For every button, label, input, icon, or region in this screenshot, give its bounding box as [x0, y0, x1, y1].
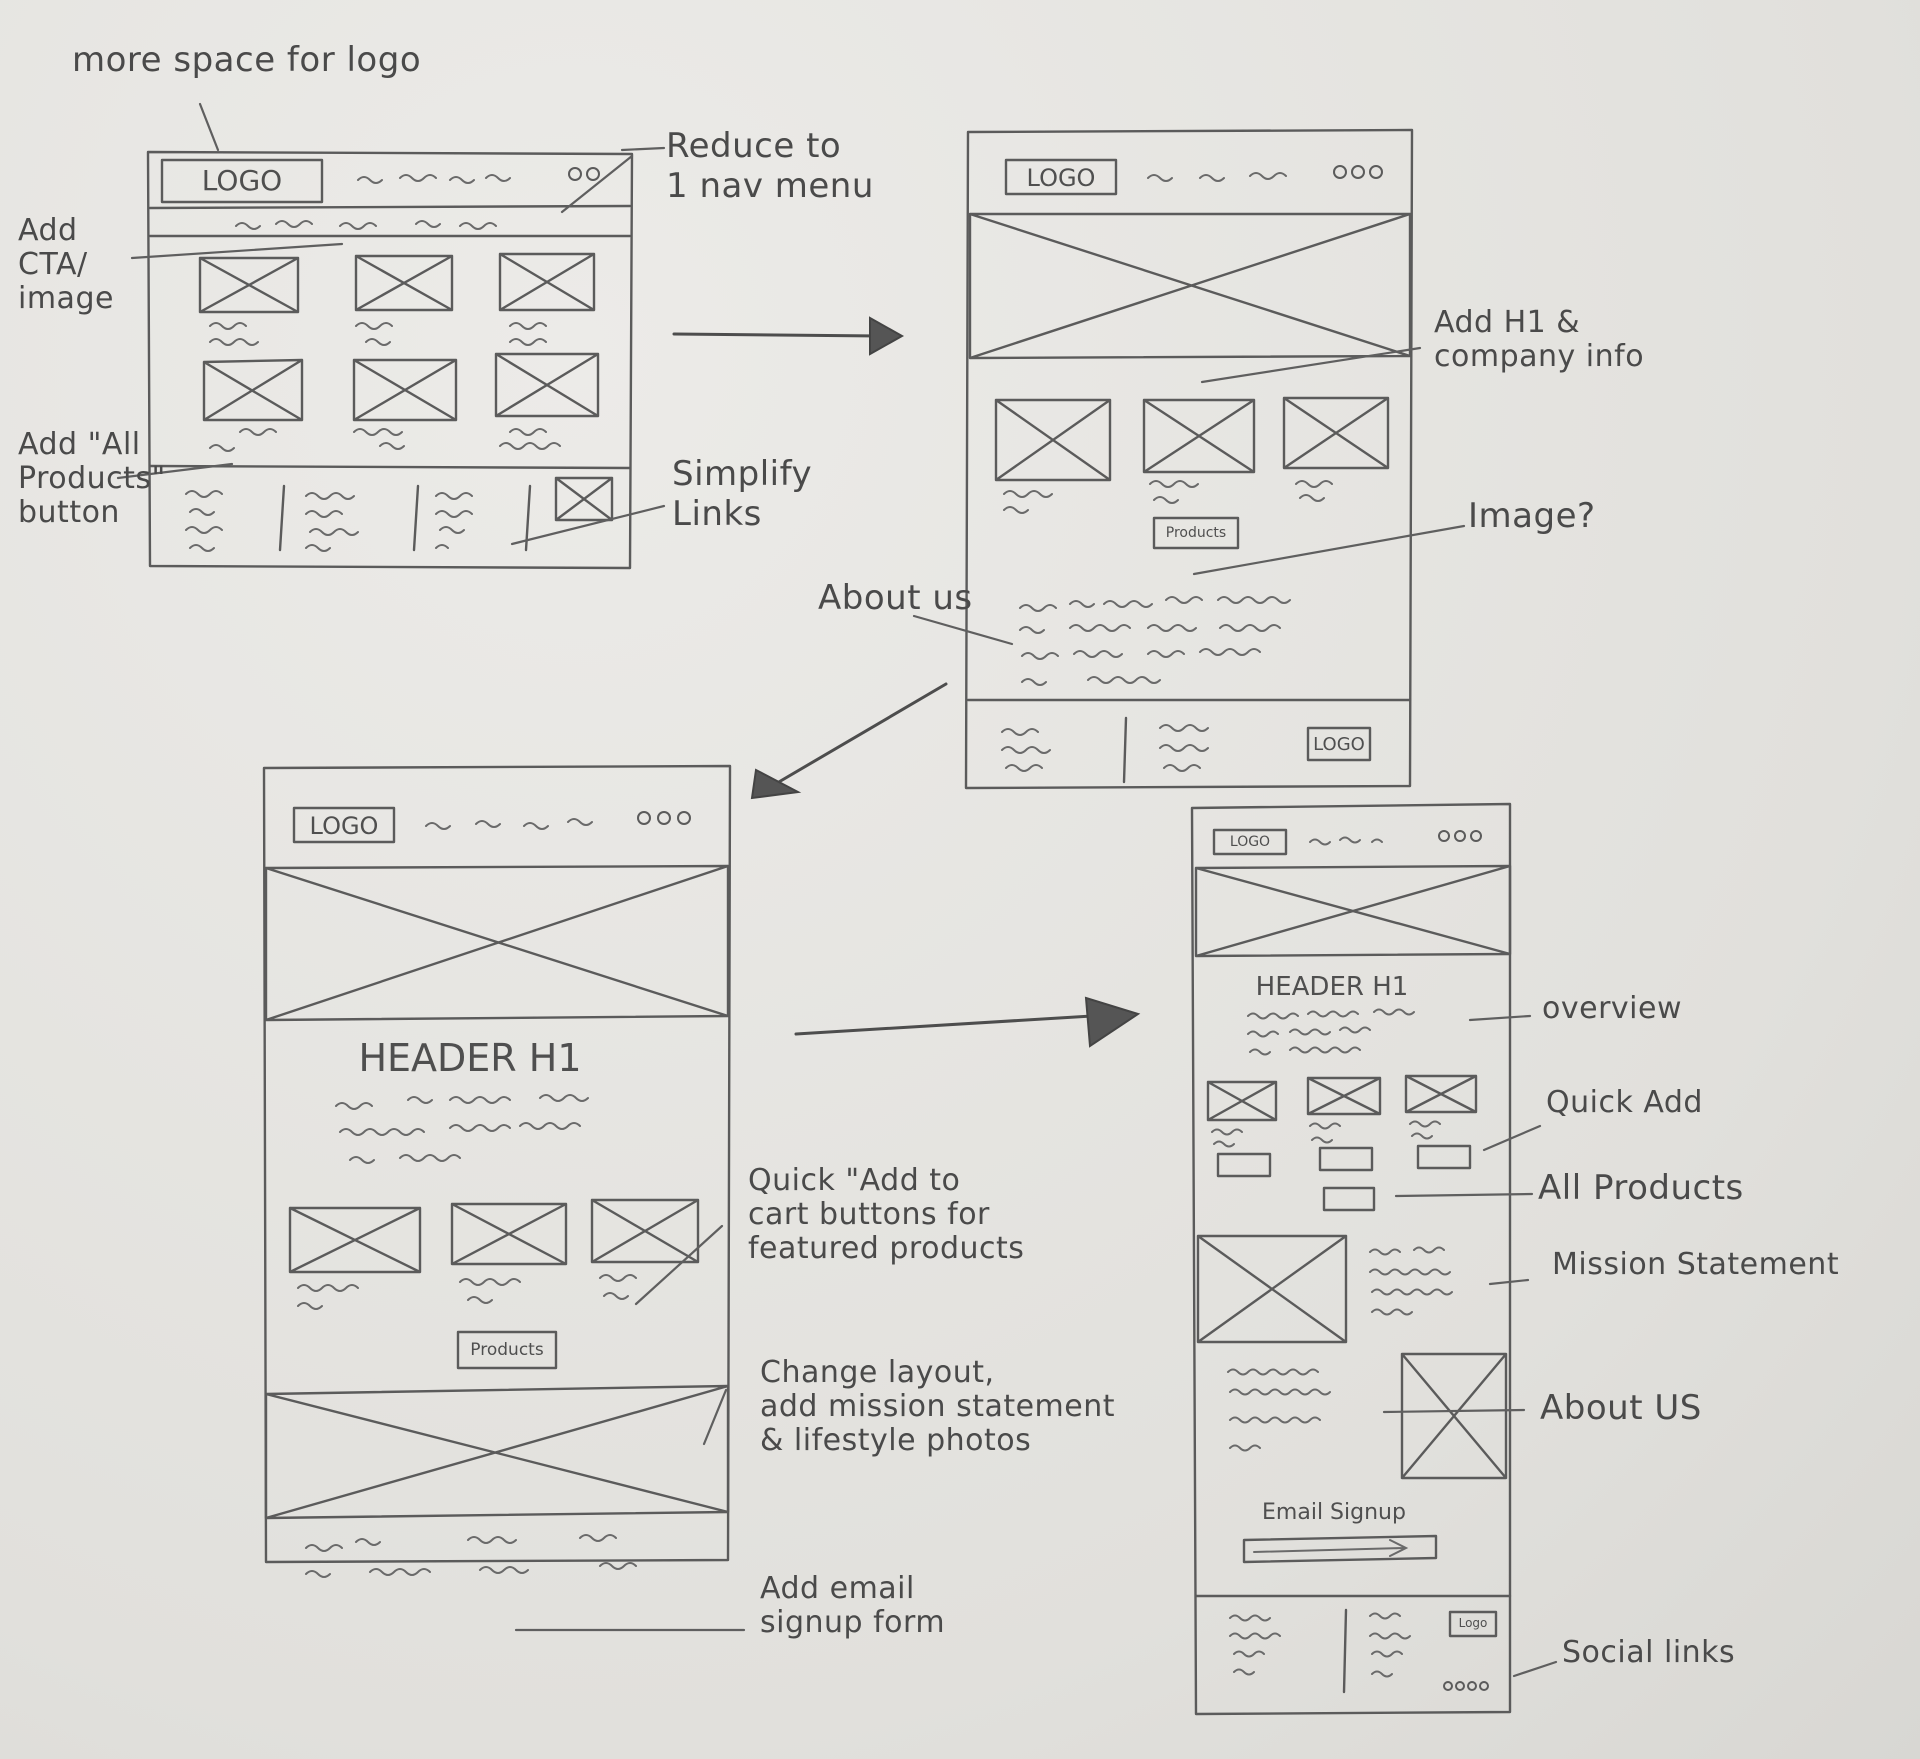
overview-text-v4 — [1247, 1008, 1415, 1056]
nav-icons-v4 — [1438, 830, 1482, 842]
note-about-us-v2: About us — [818, 578, 973, 618]
footer-logo-label-v4: Logo — [1458, 1616, 1488, 1630]
hero-image-v2 — [968, 212, 1412, 360]
product-row-v3 — [288, 1198, 700, 1310]
mission-image-v4 — [1196, 1234, 1348, 1344]
note-add-email: Add email signup form — [760, 1571, 946, 1640]
footer-logo-label-v2: LOGO — [1313, 734, 1365, 755]
logo-label-v2: LOGO — [1026, 164, 1096, 192]
logo-label-v1: LOGO — [201, 164, 283, 197]
note-all-products: All Products — [1538, 1168, 1744, 1208]
logo-box-v2 — [1004, 158, 1118, 196]
note-add-h1: Add H1 & company info — [1434, 305, 1645, 374]
note-add-cta: Add CTA/ image — [18, 213, 114, 316]
overview-text-v3 — [335, 1094, 589, 1164]
products-button-v2 — [1152, 516, 1240, 550]
product-row-v4 — [1206, 1074, 1478, 1178]
note-quick-add: Quick Add — [1546, 1085, 1703, 1120]
nav-scribble-v3 — [425, 818, 593, 830]
email-signup-label-v4: Email Signup — [1262, 1500, 1406, 1525]
bottom-text-v3 — [305, 1534, 637, 1578]
footer-v2 — [1001, 716, 1372, 784]
note-social-links: Social links — [1562, 1635, 1736, 1670]
footer-v4 — [1229, 1608, 1498, 1694]
nav-scribble-v1 — [357, 174, 511, 184]
nav-icons-v1 — [568, 167, 600, 181]
hero-image-v3 — [264, 864, 730, 1022]
email-field-arrow-v4 — [1253, 1539, 1409, 1557]
products-button-v3 — [456, 1330, 558, 1370]
arrow-v3-to-v4 — [794, 1014, 1094, 1036]
lifestyle-image-v3 — [264, 1384, 730, 1520]
product-row-v2 — [994, 396, 1390, 514]
all-products-button-v4 — [1322, 1186, 1376, 1212]
arrow-v1-to-v2 — [672, 332, 882, 338]
note-change-layout: Change layout, add mission statement & l… — [760, 1355, 1116, 1458]
note-simplify-links: Simplify Links — [672, 454, 813, 534]
about-text-v4 — [1227, 1368, 1331, 1452]
arrow-v2-to-v3 — [770, 682, 948, 788]
note-more-space-logo: more space for logo — [72, 40, 422, 80]
nav-scribble-v4 — [1309, 836, 1383, 846]
header-h1-v4: HEADER H1 — [1255, 972, 1409, 1002]
note-reduce-nav: Reduce to 1 nav menu — [666, 126, 874, 206]
product-grid-v1 — [198, 252, 600, 452]
products-label-v2: Products — [1165, 525, 1227, 541]
products-label-v3: Products — [470, 1340, 544, 1360]
mission-text-v4 — [1369, 1246, 1453, 1316]
note-about-us-v4: About US — [1540, 1388, 1702, 1428]
wireframe-v3 — [262, 764, 746, 1632]
nav-icons-v3 — [637, 811, 691, 825]
logo-box-v4 — [1212, 828, 1288, 856]
wireframe-v1 — [146, 150, 634, 570]
wireframe-v2 — [964, 128, 1414, 790]
note-image-question: Image? — [1468, 496, 1596, 536]
email-field-v4 — [1242, 1534, 1438, 1564]
subnav-scribble-v1 — [235, 220, 497, 230]
logo-label-v4: LOGO — [1229, 834, 1271, 850]
footer-divider-v1 — [148, 464, 632, 470]
logo-label-v3: LOGO — [309, 812, 379, 840]
wireframe-v4 — [1190, 802, 1512, 1716]
frame-v2 — [964, 128, 1414, 790]
nav-divider-v1 — [148, 204, 632, 210]
note-quick-add-cart: Quick "Add to cart buttons for featured … — [748, 1163, 1025, 1266]
note-mission-statement: Mission Statement — [1552, 1247, 1840, 1282]
frame-v4 — [1190, 802, 1512, 1716]
logo-box-v1 — [160, 158, 324, 204]
note-add-all-products: Add "All Products" button — [18, 427, 166, 530]
flow-arrows — [672, 316, 1141, 1048]
frame-v1 — [146, 150, 634, 570]
about-text-v2 — [1019, 596, 1291, 686]
frame-v3 — [262, 764, 732, 1564]
about-image-v4 — [1400, 1352, 1508, 1480]
logo-box-v3 — [292, 806, 396, 844]
nav-icons-v2 — [1333, 165, 1383, 179]
annotation-leaders — [116, 102, 1558, 1678]
footer-v1 — [185, 476, 614, 552]
nav-scribble-v2 — [1147, 172, 1287, 182]
note-overview: overview — [1542, 991, 1682, 1026]
header-h1-v3: HEADER H1 — [358, 1036, 582, 1080]
hero-image-v4 — [1194, 864, 1512, 958]
